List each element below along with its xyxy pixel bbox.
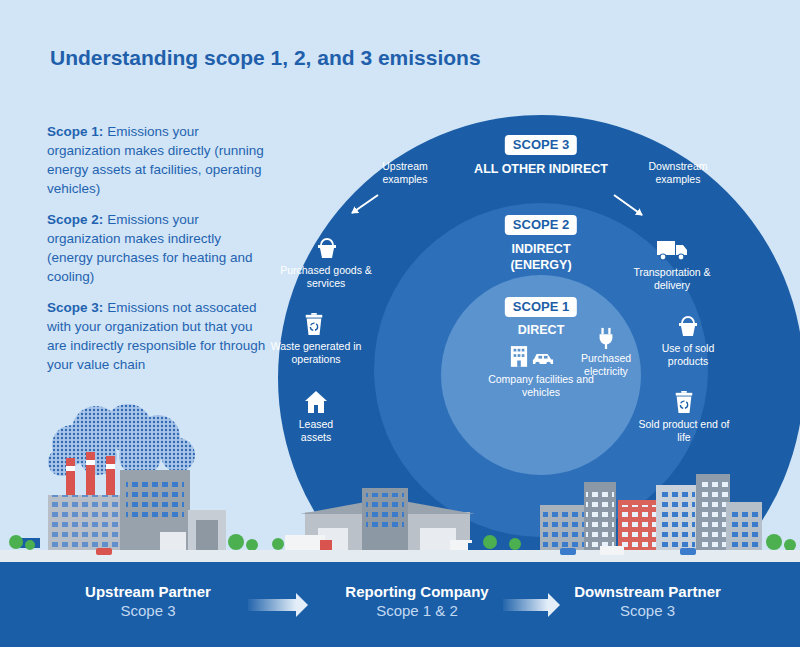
partner-name: Reporting Company [341, 582, 493, 601]
partner-node: Downstream PartnerScope 3 [570, 582, 725, 620]
partner-scope: Scope 3 [570, 601, 725, 620]
definition-term: Scope 1: [47, 124, 103, 139]
partner-name: Upstream Partner [81, 582, 215, 601]
direction-label: Upstream examples [369, 160, 441, 186]
bin-icon [306, 313, 323, 335]
scope-definition: Scope 2:Emissions your organization make… [47, 210, 269, 286]
building-icon [511, 346, 527, 367]
partner-node: Reporting CompanyScope 1 & 2 [341, 582, 493, 620]
partner-scope: Scope 3 [81, 601, 215, 620]
scope-definition: Scope 3:Emissions not assocated with you… [47, 298, 269, 374]
example-label: Purchased goods & services [276, 264, 376, 290]
example-label: Leased assets [286, 418, 346, 444]
definition-term: Scope 2: [47, 212, 103, 227]
flow-arrow [503, 593, 560, 617]
factory [20, 452, 226, 555]
scope-definition: Scope 1:Emissions your organization make… [47, 122, 269, 198]
scope-badge: SCOPE 3 [505, 135, 577, 155]
example-label: Transportation & delivery [617, 266, 727, 292]
partner-name: Downstream Partner [570, 582, 725, 601]
direction-label: Downstream examples [637, 160, 719, 186]
smoke-cloud [48, 404, 195, 477]
arrow-head [296, 593, 308, 617]
diagram-title: Understanding scope 1, 2, and 3 emission… [50, 46, 481, 70]
scope-badge: SCOPE 2 [505, 215, 577, 235]
scope-heading: ALL OTHER INDIRECT [474, 161, 608, 177]
flow-arrow [248, 593, 308, 617]
vehicles [96, 546, 696, 555]
arrow-head [548, 593, 560, 617]
example-label: Waste generated in operations [266, 340, 366, 366]
arrow-shaft [503, 599, 548, 611]
partner-node: Upstream PartnerScope 3 [81, 582, 215, 620]
trees [9, 534, 796, 551]
arrow-shaft [248, 599, 296, 611]
scope-heading: DIRECT [518, 322, 565, 338]
bottom-band [0, 562, 800, 647]
bin-icon [676, 391, 693, 413]
example-label: Sold product end of life [636, 418, 732, 444]
definition-term: Scope 3: [47, 300, 103, 315]
example-label: Use of sold products [643, 342, 733, 368]
scope-badge: SCOPE 1 [505, 297, 577, 317]
partner-scope: Scope 1 & 2 [341, 601, 493, 620]
example-label: Purchased electricity [566, 352, 646, 378]
scope-heading: INDIRECT (ENERGY) [499, 241, 583, 273]
